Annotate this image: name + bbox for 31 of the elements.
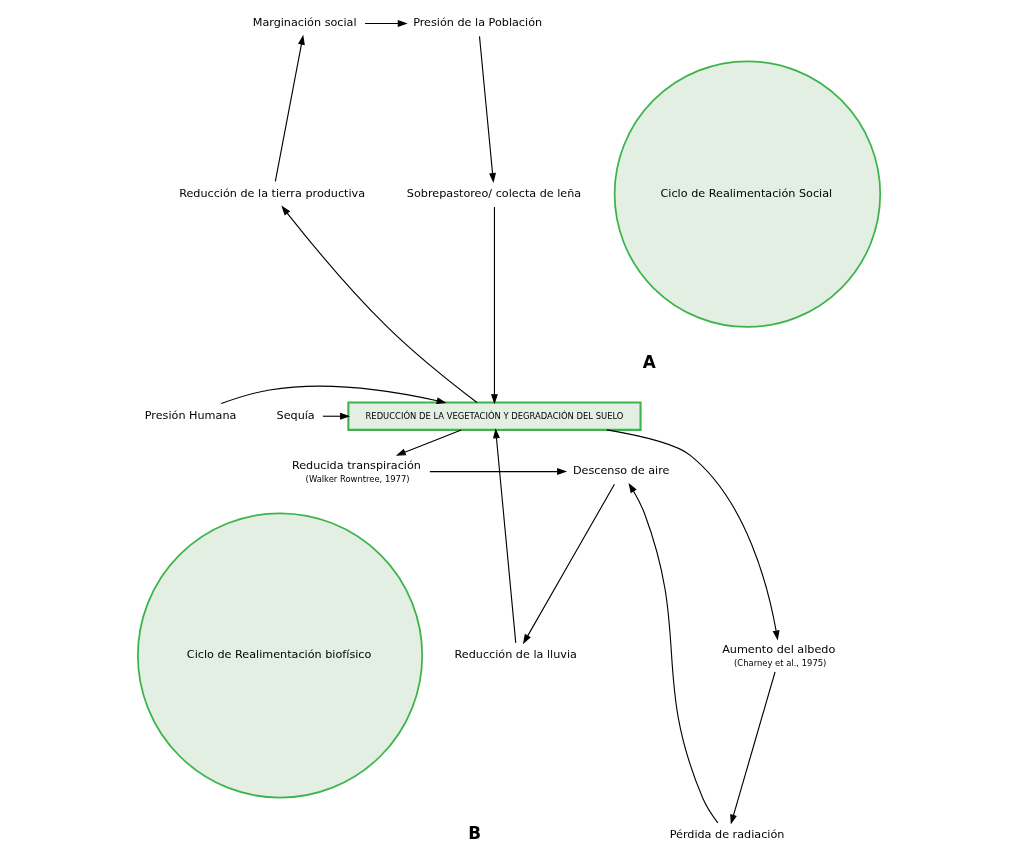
node-text: Descenso de aire (572, 464, 669, 478)
node-text: Reducción de la lluvia (454, 648, 577, 662)
arrow (395, 429, 462, 456)
arrow (280, 205, 478, 404)
arrow (490, 206, 498, 405)
node-text: Reducción de la tierra productiva (178, 186, 365, 200)
node-label: (Charney et al., 1975) (733, 657, 826, 668)
node-text: Sequía (276, 408, 315, 422)
arrow (605, 429, 780, 641)
node-box: REDUCCIÓN DE LA VEGETACIÓN Y DEGRADACIÓN DEL SUELO (346, 401, 642, 431)
arrow (522, 483, 615, 645)
node-text: Presión Humana (144, 408, 236, 422)
arrow (478, 35, 496, 184)
node-label: (Walker Rowntree, 1977) (305, 473, 410, 484)
node-text: Aumento del albedo (721, 642, 835, 656)
node-text: Reducida transpiración (291, 458, 421, 472)
arrow (364, 20, 408, 27)
node-text: Marginación social (252, 16, 357, 30)
node-circle: Ciclo de Realimentación Social (613, 60, 881, 328)
arrow (729, 671, 776, 825)
arrow (220, 385, 447, 405)
node-circle: Ciclo de Realimentación biofísico (136, 512, 423, 799)
node-text: Sobrepastoreo/ colecta de leña (406, 186, 581, 200)
arrow (492, 428, 516, 644)
node-text: Pérdida de radiación (669, 828, 784, 842)
label: B (467, 823, 481, 844)
arrow (274, 34, 305, 182)
arrow (628, 482, 718, 824)
arrow (428, 468, 567, 476)
label: A (642, 352, 656, 373)
node-text: Presión de la Población (412, 16, 542, 30)
